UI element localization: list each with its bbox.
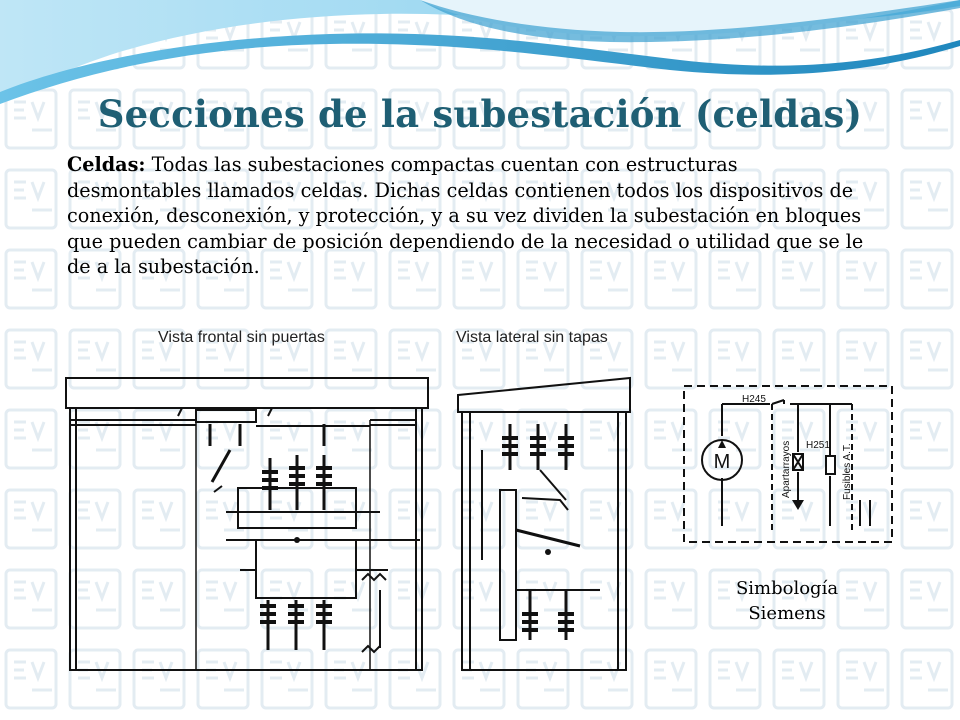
h251-label: H251 — [806, 440, 830, 451]
symbology-line-1: Simbología — [735, 578, 839, 599]
h245-label: H245 — [742, 394, 766, 405]
symbology-caption: Simbología Siemens — [712, 576, 862, 626]
symbology-line-2: Siemens — [748, 603, 826, 624]
motor-label: M — [714, 451, 731, 473]
body-paragraph: Celdas: Todas las subestaciones compacta… — [67, 152, 867, 280]
top-wave-accent — [420, 0, 960, 43]
side-view-caption: Vista lateral sin tapas — [456, 329, 608, 346]
slide-title: Secciones de la subestación (celdas) — [97, 92, 863, 136]
body-text: Todas las subestaciones compactas cuenta… — [67, 153, 864, 278]
front-view-caption: Vista frontal sin puertas — [158, 329, 325, 346]
top-wave-dark — [0, 33, 960, 104]
apartarrayos-label: Apartarrayos — [781, 441, 792, 498]
fusibles-label: Fusibles A.T. — [842, 443, 853, 500]
body-lead: Celdas: — [67, 153, 146, 176]
